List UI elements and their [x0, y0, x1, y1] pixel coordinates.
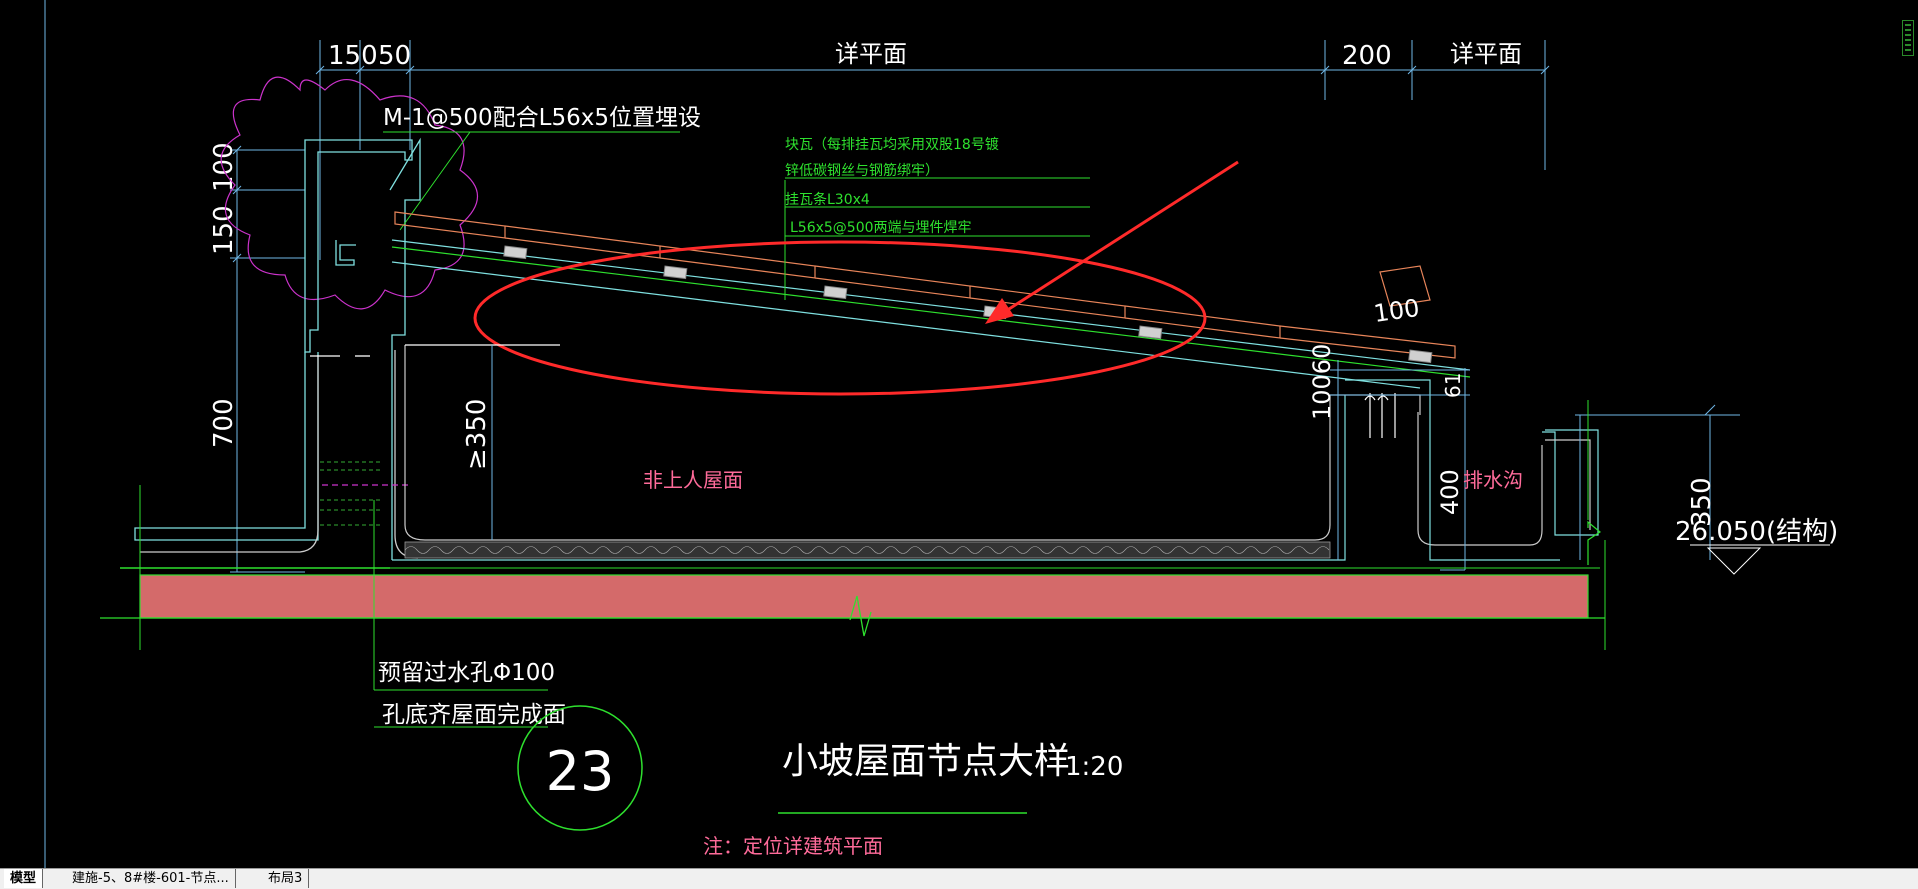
tile-note-2: 锌低碳钢丝与钢筋绑牢）	[785, 162, 939, 179]
hole-bottom-label: 孔底齐屋面完成面	[382, 702, 566, 728]
tab-layout-sheet[interactable]: 建施-5、8#楼-601-节点...	[66, 869, 236, 888]
detail-scale: 1:20	[1065, 752, 1123, 782]
detail-number-circle	[517, 705, 643, 831]
insulation-pattern	[404, 546, 1330, 554]
cad-drawing-canvas[interactable]: 150 50 详平面 200 详平面 100 150 700	[0, 0, 1918, 868]
tile-note-leaders	[784, 177, 1090, 300]
tab-model[interactable]: 模型	[4, 869, 44, 888]
left-dimension-line	[230, 145, 305, 573]
flat-roof-basin	[392, 344, 1346, 561]
tab-layout-3[interactable]: 布局3	[262, 869, 310, 888]
dim-right-61: 61	[1441, 373, 1465, 398]
markup-ellipse	[473, 240, 1207, 396]
markup-arrow	[985, 160, 1239, 324]
gutter-label: 排水沟	[1463, 468, 1523, 492]
dim-top-200: 200	[1342, 41, 1392, 71]
tile-note-3: 挂瓦条L30x4	[785, 191, 870, 208]
detail-title: 小坡屋面节点大样	[782, 741, 1070, 782]
dim-ridge-100: 100	[1372, 294, 1421, 328]
tile-note-1: 块瓦（每排挂瓦均采用双股18号镀	[785, 136, 999, 153]
right-break-line	[1587, 520, 1602, 565]
dim-far-350: 350	[1687, 477, 1717, 527]
right-dimensions	[1330, 360, 1740, 571]
insulation-layer	[404, 541, 1331, 559]
dim-top-detail-right: 详平面	[1450, 40, 1522, 68]
dim-left-150: 150	[209, 205, 239, 255]
dim-left-700: 700	[209, 398, 239, 448]
drain-hole-leader	[373, 500, 548, 728]
dim-right-100-60: 10060	[1308, 344, 1336, 420]
layout-tab-bar: 模型 建施-5、8#楼-601-节点... 布局3	[0, 868, 1918, 889]
detail-number: 23	[546, 740, 615, 803]
right-gutter-wall	[1330, 379, 1599, 561]
anchor-note: M-1@500配合L56x5位置埋设	[383, 105, 701, 131]
tile-note-4: L56x5@500两端与埋件焊牢	[790, 220, 972, 236]
dim-top-detail-left: 详平面	[835, 40, 907, 68]
elevation-marker	[1690, 544, 1830, 575]
location-note: 注：定位详建筑平面	[703, 834, 883, 858]
left-parapet-wall	[134, 137, 421, 560]
top-dimension-line	[315, 40, 1550, 260]
dim-top-150: 150	[328, 41, 378, 71]
structural-slab	[139, 574, 1589, 619]
revision-cloud	[220, 76, 478, 310]
dim-right-400: 400	[1436, 469, 1464, 515]
slab-break-mark	[849, 595, 872, 637]
elevation-label: 26.050(结构)	[1675, 517, 1838, 547]
dim-top-50: 50	[378, 41, 411, 71]
sloped-roof-slab	[391, 239, 1471, 389]
drain-hole-label: 预留过水孔Φ100	[378, 660, 555, 686]
non-access-roof-label: 非上人屋面	[643, 468, 743, 492]
roof-tiles	[394, 211, 1456, 359]
scroll-grip-handle[interactable]	[1902, 20, 1914, 56]
dim-inner-350: ≥350	[462, 399, 492, 470]
